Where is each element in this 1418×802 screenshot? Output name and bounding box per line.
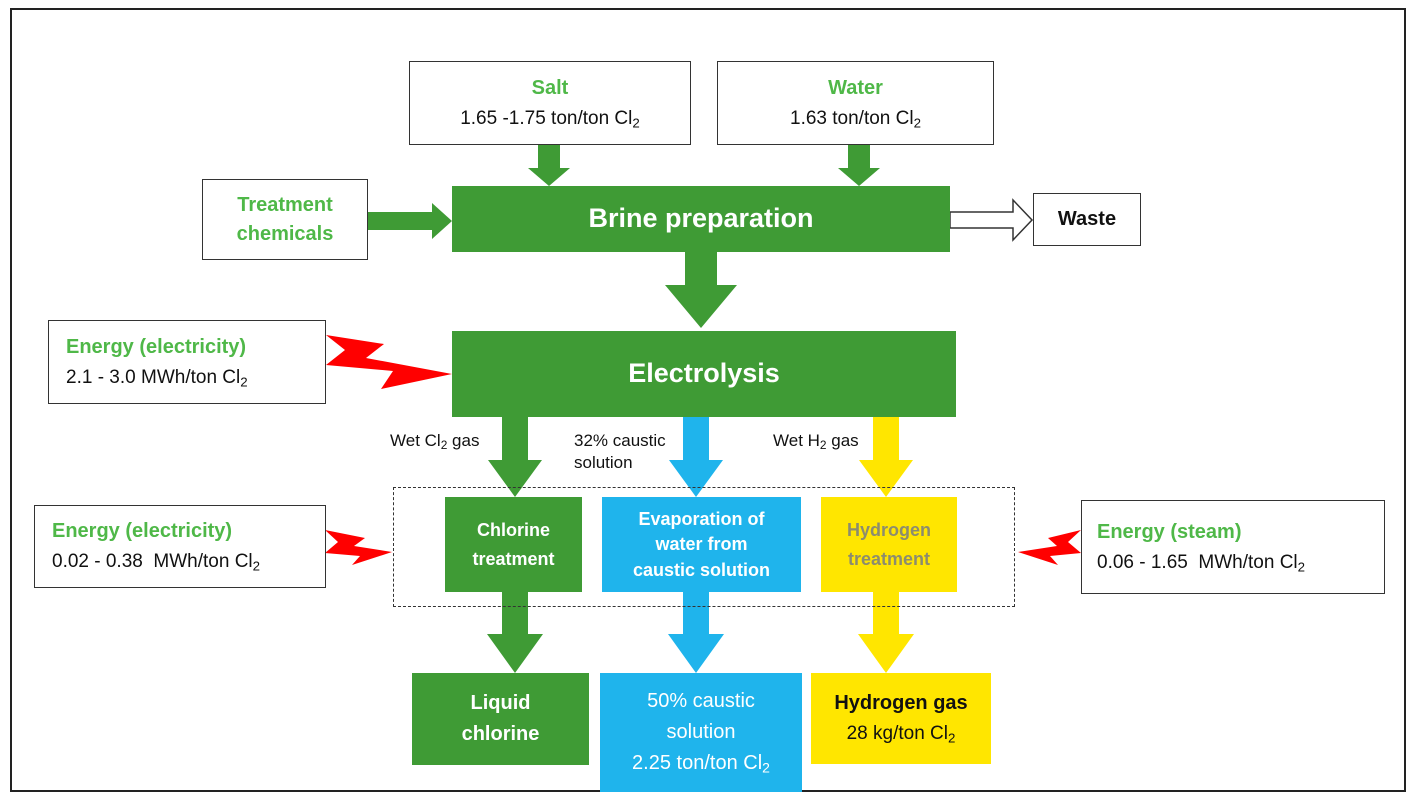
energy-electricity-1-value: 2.1 - 3.0 MWh/ton Cl2: [66, 366, 248, 389]
hydrogen-gas-box: Hydrogen gas 28 kg/ton Cl2: [811, 673, 991, 764]
liquid-chlorine-box: Liquid chlorine: [412, 673, 589, 765]
brine-preparation-box: Brine preparation: [452, 186, 950, 252]
arrow-electrolysis-to-chlorine: [488, 417, 542, 497]
arrow-water-to-brine: [838, 145, 880, 186]
treatment-chemicals-line2: chemicals: [236, 222, 334, 245]
caustic-50-line1: 50% caustic: [647, 690, 755, 712]
hydrogen-treatment-line1: Hydrogen: [846, 520, 931, 540]
energy-electricity-box-2: Energy (electricity) 0.02 - 0.38 MWh/ton…: [34, 505, 326, 588]
hydrogen-treatment-box: Hydrogen treatment: [821, 497, 957, 592]
energy-electricity-2-title: Energy (electricity): [52, 520, 233, 543]
evaporation-line1: Evaporation of: [638, 508, 765, 529]
brine-preparation-label: Brine preparation: [588, 203, 814, 234]
evaporation-line2: water from: [655, 534, 748, 555]
arrow-electrolysis-to-hydrogen: [859, 417, 913, 497]
arrow-hydrogen-to-gas: [858, 592, 914, 673]
lightning-bolt-icon: [325, 530, 392, 565]
waste-label: Waste: [1057, 208, 1117, 230]
hydrogen-gas-title: Hydrogen gas: [834, 692, 968, 715]
water-input-box: Water 1.63 ton/ton Cl2: [717, 61, 994, 145]
liquid-chlorine-line2: chlorine: [461, 723, 540, 745]
lightning-bolt-icon: [326, 335, 452, 389]
chlorine-treatment-line2: treatment: [472, 548, 555, 569]
treatment-chemicals-box: Treatment chemicals: [202, 179, 368, 260]
energy-steam-title: Energy (steam): [1097, 520, 1242, 543]
energy-steam-value: 0.06 - 1.65 MWh/ton Cl2: [1097, 551, 1306, 574]
salt-value: 1.65 -1.75 ton/ton Cl2: [460, 107, 640, 130]
arrow-evaporation-to-caustic: [668, 592, 724, 673]
water-value: 1.63 ton/ton Cl2: [790, 107, 921, 130]
salt-title: Salt: [531, 76, 569, 99]
treatment-chemicals-line1: Treatment: [237, 193, 333, 216]
salt-input-box: Salt 1.65 -1.75 ton/ton Cl2: [409, 61, 691, 145]
liquid-chlorine-line1: Liquid: [470, 692, 531, 714]
water-title: Water: [828, 76, 883, 99]
hydrogen-gas-value: 28 kg/ton Cl2: [846, 723, 956, 746]
energy-electricity-1-title: Energy (electricity): [66, 335, 247, 358]
arrow-brine-to-waste: [949, 198, 1034, 242]
arrow-chlorine-to-liquid: [487, 592, 543, 673]
waste-box: Waste: [1033, 193, 1141, 246]
chlorine-treatment-line1: Chlorine: [476, 520, 550, 540]
electrolysis-label: Electrolysis: [628, 358, 780, 389]
evaporation-box: Evaporation of water from caustic soluti…: [602, 497, 801, 592]
arrow-electrolysis-to-evaporation: [669, 417, 723, 497]
wet-h2-gas-label: Wet H2 gas: [773, 431, 859, 452]
evaporation-line3: caustic solution: [632, 559, 771, 580]
chlorine-treatment-box: Chlorine treatment: [445, 497, 582, 592]
caustic-32-label: 32% caustic solution: [574, 431, 666, 473]
energy-steam-box: Energy (steam) 0.06 - 1.65 MWh/ton Cl2: [1081, 500, 1385, 594]
caustic-50-box: 50% caustic solution 2.25 ton/ton Cl2: [600, 673, 802, 792]
energy-electricity-box-1: Energy (electricity) 2.1 - 3.0 MWh/ton C…: [48, 320, 326, 404]
electrolysis-box: Electrolysis: [452, 331, 956, 417]
arrow-salt-to-brine: [528, 145, 570, 186]
arrow-brine-to-electrolysis: [665, 252, 737, 328]
caustic-50-value: 2.25 ton/ton Cl2: [632, 752, 770, 776]
hydrogen-treatment-line2: treatment: [847, 548, 931, 569]
lightning-bolt-icon: [1018, 530, 1081, 565]
wet-cl2-gas-label: Wet Cl2 gas: [390, 431, 480, 452]
caustic-50-line2: solution: [666, 721, 736, 743]
arrow-treatment-to-brine: [368, 203, 452, 239]
energy-electricity-2-value: 0.02 - 0.38 MWh/ton Cl2: [52, 551, 261, 574]
treatment-section-outline: [393, 487, 1015, 607]
